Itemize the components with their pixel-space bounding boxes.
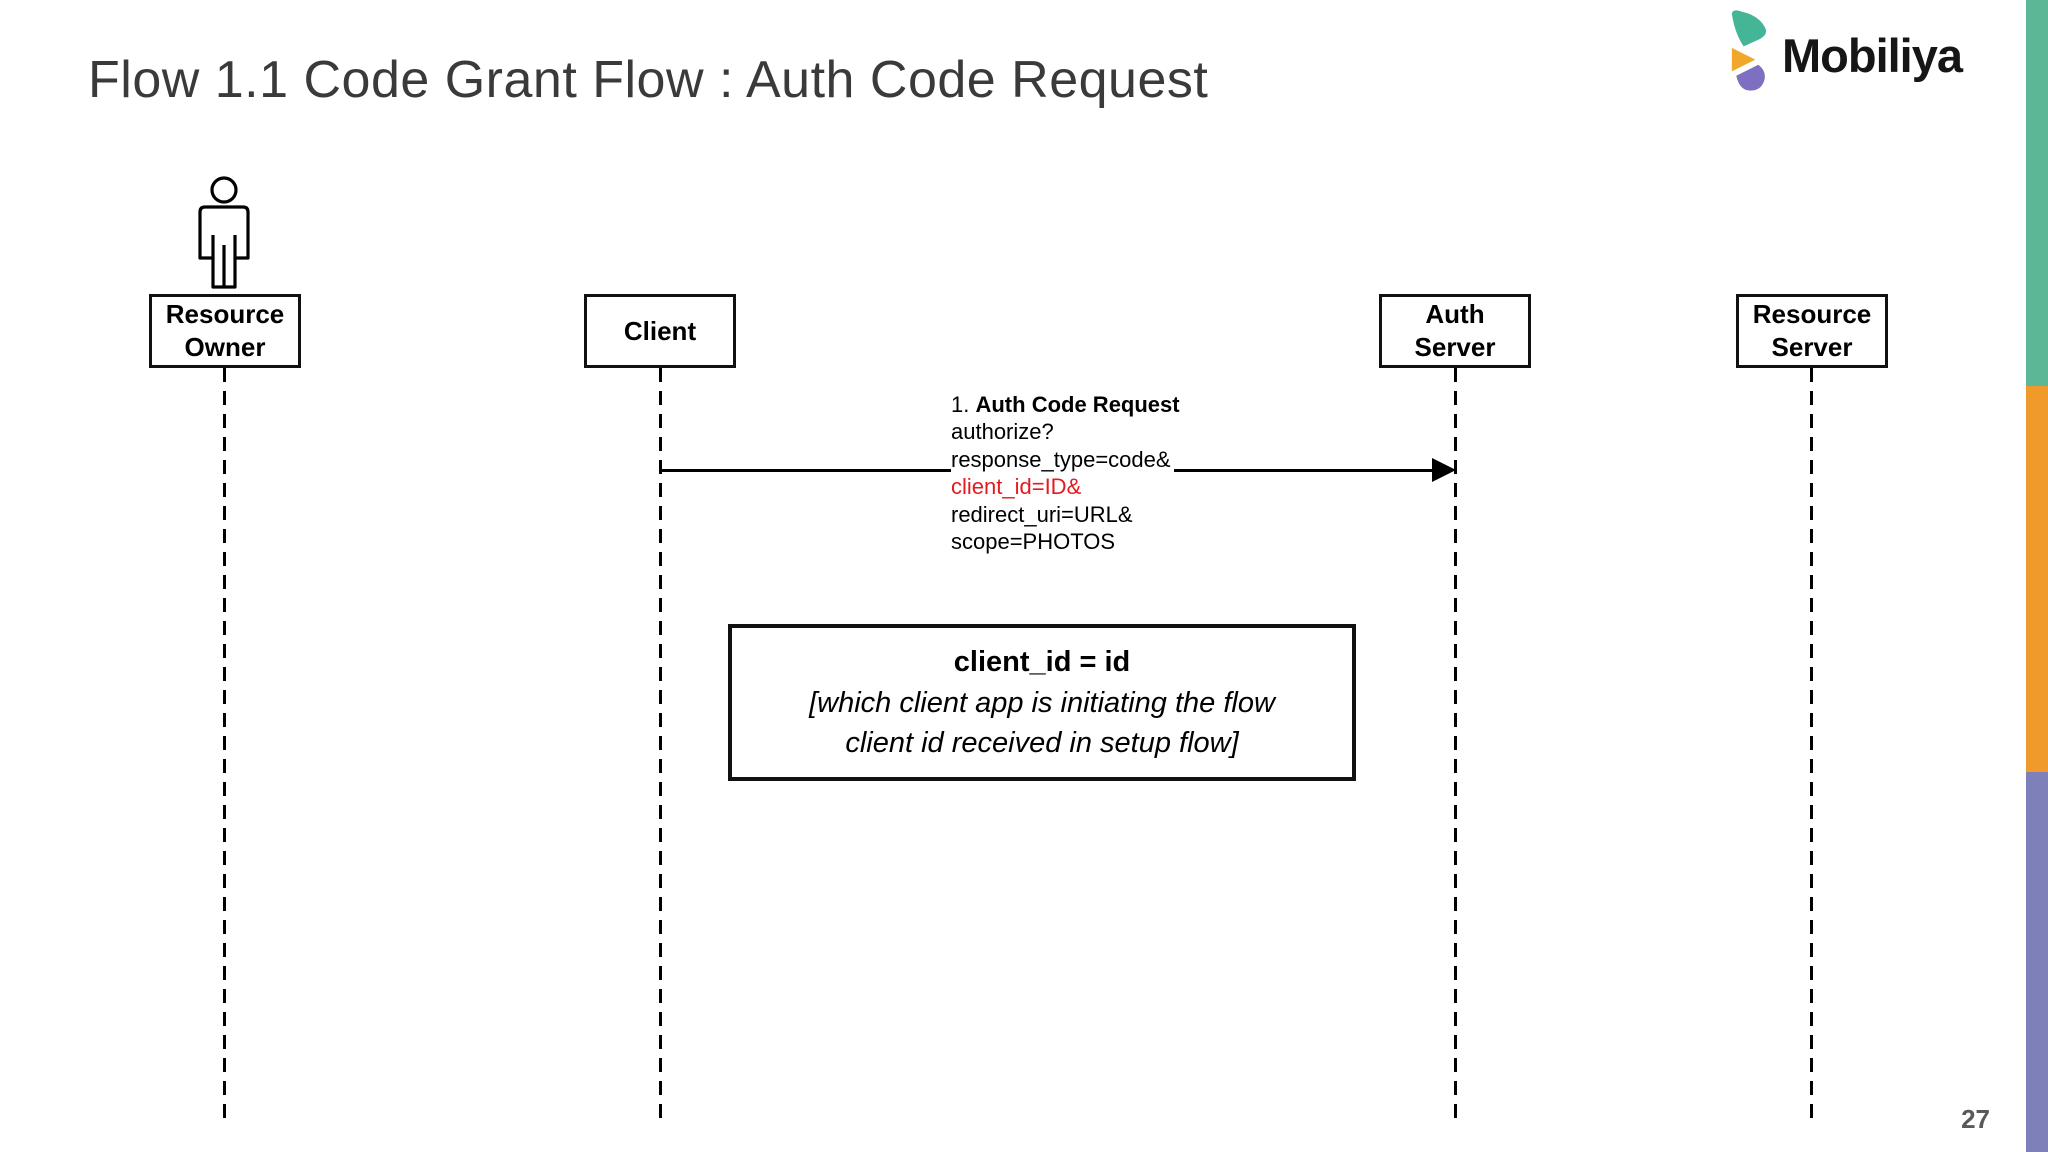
note-box: client_id = id [which client app is init… <box>728 624 1356 781</box>
actor-box-client: Client <box>584 294 736 368</box>
actor-label: Auth <box>1425 299 1485 329</box>
lifeline-client <box>659 368 662 1122</box>
person-actor-icon <box>178 176 270 295</box>
mobiliya-logo-text: Mobiliya <box>1782 29 1963 82</box>
actor-box-auth-server: Auth Server <box>1379 294 1531 368</box>
note-title: client_id = id <box>953 646 1131 678</box>
lifeline-resource-server <box>1810 368 1813 1122</box>
message-param: authorize? <box>951 418 1057 446</box>
edge-accent-bar <box>2026 0 2048 1152</box>
message-param: scope=PHOTOS <box>951 528 1119 556</box>
actor-label: Resource <box>165 299 285 329</box>
message-step-title: 1. Auth Code Request <box>951 391 1183 419</box>
mobiliya-logo-icon <box>1726 8 1770 103</box>
message-arrowhead-icon <box>1432 458 1456 482</box>
note-line: client id received in setup flow] <box>845 727 1239 759</box>
message-param: redirect_uri=URL& <box>951 500 1136 529</box>
edge-bar-teal-segment <box>2026 0 2048 386</box>
actor-label: Client <box>623 315 697 346</box>
page-number: 27 <box>1961 1104 1990 1134</box>
mobiliya-logo: Mobiliya <box>1726 8 1963 103</box>
actor-label: Server <box>1414 332 1496 362</box>
edge-bar-purple-segment <box>2026 772 2048 1152</box>
page-title: Flow 1.1 Code Grant Flow : Auth Code Req… <box>88 51 1209 109</box>
message-text-block: 1. Auth Code Request authorize? response… <box>951 391 1183 556</box>
lifeline-auth-server <box>1454 368 1457 1122</box>
actor-box-resource-server: Resource Server <box>1736 294 1888 368</box>
edge-bar-orange-segment <box>2026 386 2048 772</box>
note-line: [which client app is initiating the flow <box>809 687 1275 719</box>
actor-label: Server <box>1771 332 1853 362</box>
actor-label: Owner <box>184 332 266 362</box>
lifeline-resource-owner <box>223 368 226 1122</box>
message-param-highlighted: client_id=ID& <box>951 473 1085 501</box>
actor-box-resource-owner: Resource Owner <box>149 294 301 368</box>
message-param: response_type=code& <box>951 445 1174 474</box>
actor-label: Resource <box>1752 299 1872 329</box>
